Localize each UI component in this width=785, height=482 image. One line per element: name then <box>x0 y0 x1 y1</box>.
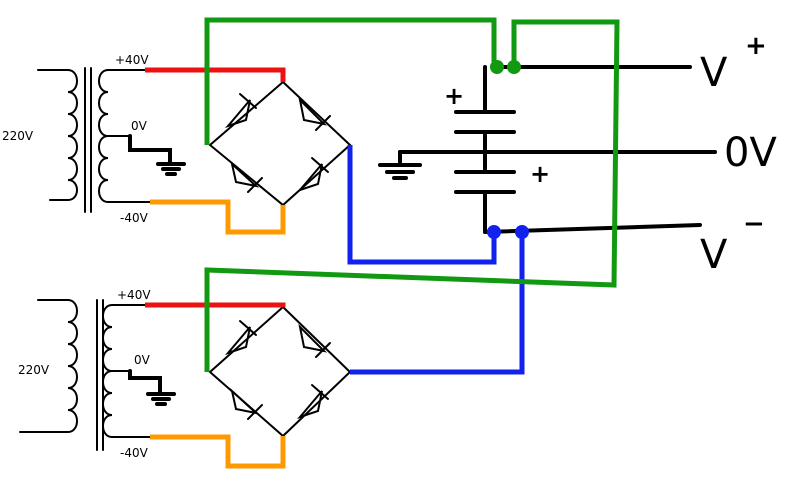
upper-bridge-blue-wire <box>347 145 497 265</box>
upper-diode-4 <box>296 163 323 193</box>
upper-center-tap-wire <box>128 134 172 166</box>
lower-diode-3-bar <box>247 404 263 420</box>
lower-bridge-diamond <box>208 305 352 438</box>
negative-output-label: V <box>700 232 728 278</box>
negative-output-sign: − <box>743 209 765 239</box>
lower-center-tap-label: 0V <box>134 353 151 367</box>
lower-primary-label: 220V <box>18 363 50 377</box>
lower-center-tap-wire <box>128 369 162 396</box>
lower-bottom-tap-label: -40V <box>120 446 149 460</box>
lower-diode-3 <box>230 388 260 415</box>
upper-negative-wire <box>150 199 286 235</box>
upper-diode-1-bar <box>239 93 257 109</box>
lower-diode-2 <box>298 323 328 353</box>
upper-positive-wire <box>145 67 286 82</box>
lower-primary-winding <box>19 299 78 433</box>
lower-bridge-blue-wire <box>350 232 525 375</box>
lower-diode-2-bar <box>315 342 331 358</box>
upper-transformer: 220V +40V 0V -40V <box>2 53 186 225</box>
upper-secondary-winding <box>98 69 151 203</box>
lower-diode-1 <box>224 326 251 356</box>
upper-bottom-tap-label: -40V <box>120 211 149 225</box>
lower-diode-4 <box>296 390 323 420</box>
cap2-plus-mark: + <box>530 160 550 188</box>
lower-diode-1-bar <box>239 320 257 336</box>
upper-bridge-diamond <box>208 80 352 207</box>
lower-top-tap-label: +40V <box>117 288 151 302</box>
negative-junction-dot-1 <box>487 225 501 239</box>
positive-junction-dot-2 <box>507 60 521 74</box>
upper-bridge-green-wire <box>204 17 497 145</box>
lower-negative-wire <box>150 434 286 469</box>
upper-diode-3 <box>230 161 260 188</box>
upper-center-tap-label: 0V <box>131 119 148 133</box>
upper-top-tap-label: +40V <box>115 53 149 67</box>
negative-junction-dot-2 <box>515 225 529 239</box>
upper-diode-3-bar <box>247 177 263 193</box>
positive-junction-dot-1 <box>490 60 504 74</box>
lower-bridge-rectifier <box>208 305 352 438</box>
positive-output-label: V <box>700 50 728 96</box>
upper-diode-4-bar <box>311 157 329 173</box>
upper-bridge-rectifier <box>208 80 352 207</box>
upper-primary-winding <box>37 69 78 201</box>
lower-secondary-winding <box>102 304 151 438</box>
upper-diode-2-bar <box>315 115 331 131</box>
upper-primary-label: 220V <box>2 129 34 143</box>
filter-capacitors: + + <box>378 65 717 234</box>
positive-output-sign: + <box>745 31 767 61</box>
lower-positive-wire <box>145 302 286 308</box>
lower-transformer: 220V +40V 0V -40V <box>18 288 176 460</box>
upper-diode-2 <box>298 96 328 126</box>
lower-diode-4-bar <box>311 384 329 400</box>
upper-diode-1 <box>224 99 251 129</box>
lower-bridge-green-wire <box>204 19 620 372</box>
ground-output-label: 0V <box>724 130 777 176</box>
cap1-plus-mark: + <box>444 82 464 110</box>
